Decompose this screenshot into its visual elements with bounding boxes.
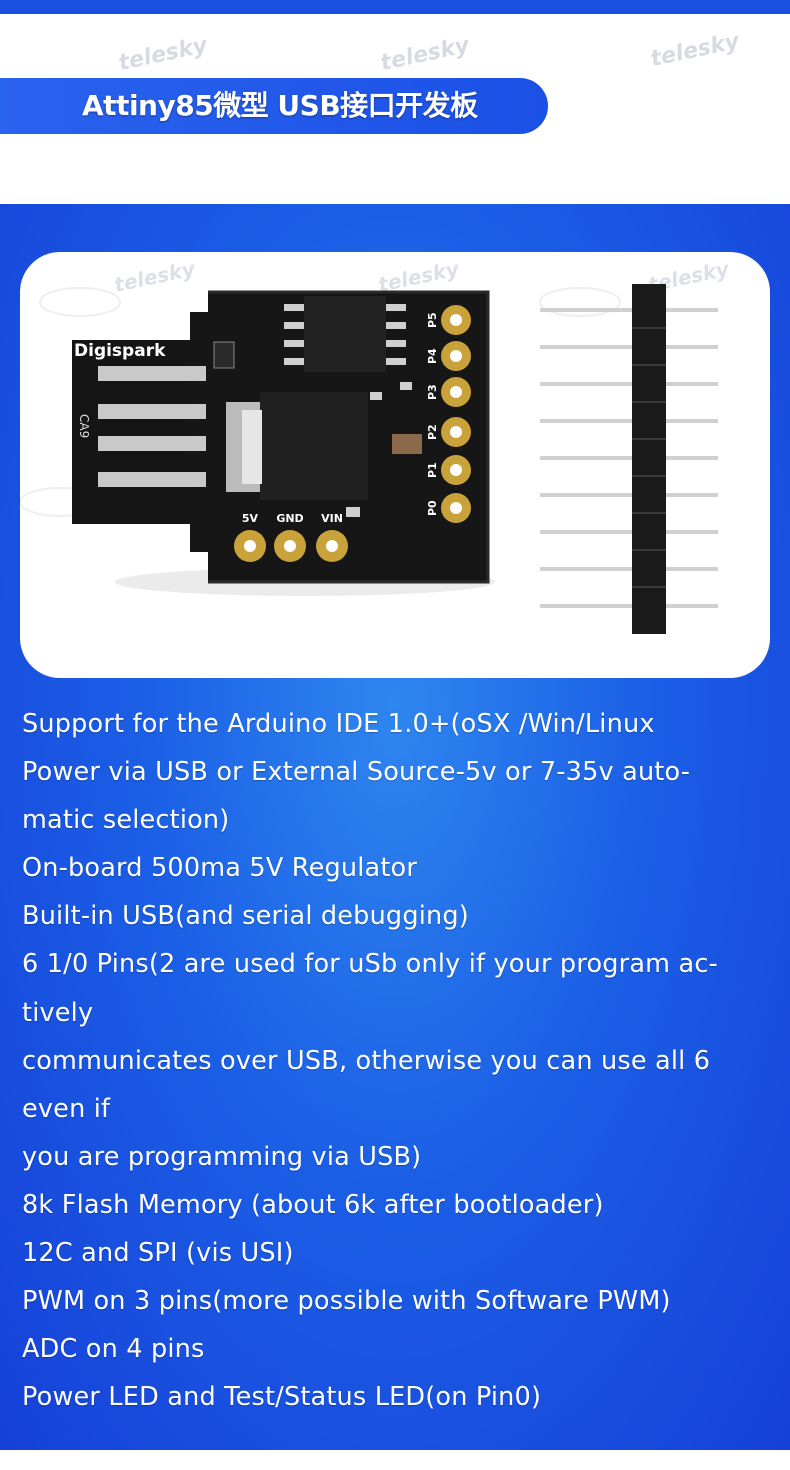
power-label: 5V xyxy=(242,512,259,525)
spec-line: tively xyxy=(22,997,94,1028)
title-banner: Attiny85微型 USB接口开发板 xyxy=(0,78,548,134)
spec-line: 8k Flash Memory (about 6k after bootload… xyxy=(22,1189,604,1220)
power-label: VIN xyxy=(321,512,343,525)
spec-line: 6 1/0 Pins(2 are used for uSb only if yo… xyxy=(22,949,718,980)
power-pads xyxy=(234,530,348,562)
pin-label: P1 xyxy=(426,462,439,478)
board-brand-label: Digispark xyxy=(74,341,166,361)
spec-list: Support for the Arduino IDE 1.0+(oSX /Wi… xyxy=(22,700,772,1421)
watermark-text: telesky xyxy=(378,32,472,77)
spec-line: On-board 500ma 5V Regulator xyxy=(22,853,417,884)
product-panel: telesky telesky telesky CA9 Digispark xyxy=(0,204,790,1450)
gpio-pads xyxy=(441,305,471,523)
spec-line: matic selection) xyxy=(22,805,230,836)
page-title: Attiny85微型 USB接口开发板 xyxy=(82,89,478,122)
svg-text:CA9: CA9 xyxy=(77,414,91,438)
spec-line: PWM on 3 pins(more possible with Softwar… xyxy=(22,1286,671,1317)
top-accent-bar xyxy=(0,0,790,14)
pin-label: P5 xyxy=(426,312,439,328)
spec-line: Power via USB or External Source-5v or 7… xyxy=(22,757,691,788)
pin-header xyxy=(540,284,718,634)
spec-line: Support for the Arduino IDE 1.0+(oSX /Wi… xyxy=(22,709,655,739)
watermark-text: telesky xyxy=(112,256,198,297)
power-label: GND xyxy=(276,512,303,525)
pin-label: P0 xyxy=(426,500,439,516)
spec-line: ADC on 4 pins xyxy=(22,1334,205,1365)
spec-line: you are programming via USB) xyxy=(22,1141,422,1172)
bottom-margin xyxy=(0,1450,790,1470)
pin-label: P2 xyxy=(426,424,439,440)
pin-label: P4 xyxy=(426,348,439,364)
spec-line: Power LED and Test/Status LED(on Pin0) xyxy=(22,1382,542,1413)
watermark-text: telesky xyxy=(116,32,210,77)
digispark-board-illustration: telesky telesky telesky CA9 Digispark xyxy=(20,256,732,634)
spec-line: Built-in USB(and serial debugging) xyxy=(22,901,469,932)
spec-line: communicates over USB, otherwise you can… xyxy=(22,1045,711,1076)
product-photo: telesky telesky telesky CA9 Digispark xyxy=(20,252,770,678)
pin-label: P3 xyxy=(426,384,439,400)
spec-line: even if xyxy=(22,1093,111,1124)
watermark-text: telesky xyxy=(648,28,742,73)
spec-line: 12C and SPI (vis USI) xyxy=(22,1238,294,1269)
